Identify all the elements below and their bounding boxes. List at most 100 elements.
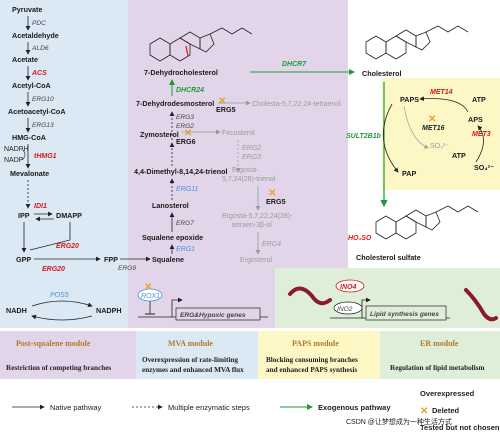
pos5-label: POS5 [50,292,69,299]
arrow-paps-so3 [403,105,429,149]
module-paps-desc-1: Blocking consuming branches [266,356,358,364]
module-paps-box [258,331,380,379]
acetaldehyde-label: Acetaldehyde [12,31,59,40]
cholesterol-sulfate-structure-icon [375,205,479,240]
cholesterol-sulfate-label: Cholesterol sulfate [356,253,421,262]
er-membrane-icon-2 [464,288,498,322]
fpp-label: FPP [104,255,118,264]
watermark: CSDN @让梦想成为一种生活方式 [346,417,452,426]
erg20-label-b: ERG20 [42,266,65,273]
erg3-label-b: ERG3 [242,154,261,161]
nadph-label: NADPH [4,146,29,153]
rox1-deleted-x: ✕ [144,282,152,293]
erg6-deleted-x: ✕ [184,128,192,139]
dehydrocholesterol-label: 7-Dehydrocholesterol [144,68,218,77]
erg5-label-a: ERG5 [216,105,236,114]
erg1-label: ERG1 [176,246,195,253]
ergosta-trienol-label-2: 5,7,24(28)-trienol [222,176,276,183]
sult2b1b-label: SULT2B1b [346,133,382,140]
paps-panel [382,78,500,190]
erg2-label-b: ERG2 [242,145,261,152]
pdc-label: PDC [32,20,46,27]
dehydrodesmosterol-label: 7-Dehydrodesmosterol [136,99,214,108]
er-membrane-icon-1 [288,286,332,306]
dhcr24-label: DHCR24 [176,87,204,94]
ino2-label: INO2 [337,306,353,313]
met14-label: MET14 [430,89,453,96]
ergosta-tetraen-label-2: tetraen-3β-ol [232,222,272,229]
atp-label-1: ATP [472,95,486,104]
ho3so-label: HO₃SO [348,235,372,242]
ergosta-tetraen-label-1: Ergosta-5,7,22,24(28)- [222,213,293,220]
dhcr7-label: DHCR7 [282,61,307,68]
tetraenol-label: Cholesta-5,7,22,24-tetraenol [252,101,341,108]
legend-exogenous-label: Exogenous pathway [318,403,391,412]
module-paps-title: PAPS module [292,339,339,348]
nadh-label: NADH [6,306,27,315]
acetyl-coa-label: Acetyl-CoA [12,81,51,90]
thmg1-label: tHMG1 [34,153,57,160]
erg11-label: ERG11 [176,186,199,193]
cofactor-panel [0,275,128,328]
ino4-ellipse [335,279,365,293]
module-post-squalene-title: Post-squalene module [16,339,91,348]
so4-label: SO₄²⁻ [474,163,494,172]
hmg-coa-label: HMG-CoA [12,133,46,142]
acs-label: ACS [31,70,47,77]
module-er-title: ER module [420,339,459,348]
module-post-squalene-box [0,331,136,379]
met16-label: MET16 [422,125,445,132]
module-mva-desc-1: Overexpression of rate-limiting [142,356,238,364]
erg2-label: ERG2 [176,123,194,130]
arrow-nadph-nadh [31,314,93,321]
ipp-label: IPP [18,211,30,220]
module-mva-box [136,331,258,379]
module-er-box [380,331,500,379]
legend-multiple-label: Multiple enzymatic steps [168,403,250,412]
pyruvate-label: Pyruvate [12,5,42,14]
module-mva-title: MVA module [168,339,213,348]
idi1-label: IDI1 [34,203,47,210]
ald6-label: ALD6 [31,45,49,52]
nadph-curve [21,148,26,161]
lipid-genes-box [365,305,447,321]
erg10-label: ERG10 [32,96,54,103]
acetate-label: Acetate [12,55,38,64]
legend-overexpressed-label: Overexpressed [420,389,475,398]
lipid-gene-arrow [361,297,371,318]
cholesterol-label: Cholesterol [362,69,402,78]
legend-tested-label: Tested but not chosen [420,423,500,432]
legend-native-label: Native pathway [50,403,102,412]
so3-label: SO₃²⁻ [430,143,449,150]
acetoacetyl-coa-label: Acetoacetyl-CoA [8,107,66,116]
erg-gene-arrow [171,297,183,317]
ergosterol-label: Ergosterol [240,257,272,264]
arrow-paps-pap [382,103,399,173]
mva-panel [0,0,128,275]
squalene-epoxide-label: Squalene epoxide [142,233,203,242]
erg5-label-b: ERG5 [266,197,286,206]
erg6-label: ERG6 [176,137,196,146]
cholesterol-structure-icon [365,25,469,60]
paps-label: PAPS [400,95,419,104]
dehydrocholesterol-structure-icon [149,27,253,62]
arrow-dmapp-gpp [29,222,71,251]
mevalonate-label: Mevalonate [10,169,49,178]
legend-deleted-label: Deleted [432,406,460,415]
met16-deleted-x: ✕ [428,114,436,125]
squalene-label: Squalene [152,255,184,264]
erg5-deleted-x-b: ✕ [268,188,276,199]
erg7-label: ERG7 [176,220,194,227]
erg4-label: ERG4 [262,241,281,248]
erg13-label: ERG13 [32,122,54,129]
module-paps-desc-2: and enhanced PAPS synthesis [266,366,357,374]
module-er-desc: Regulation of lipid metabolism [390,364,484,372]
dmapp-label: DMAPP [56,211,82,220]
arrow-so4-aps [475,125,484,163]
module-post-squalene-desc: Restriction of competing branches [6,364,111,372]
rox1-label: ROX1 [141,293,160,300]
lanosterol-label: Lanosterol [152,201,189,210]
erg9-label: ERG9 [118,265,136,272]
